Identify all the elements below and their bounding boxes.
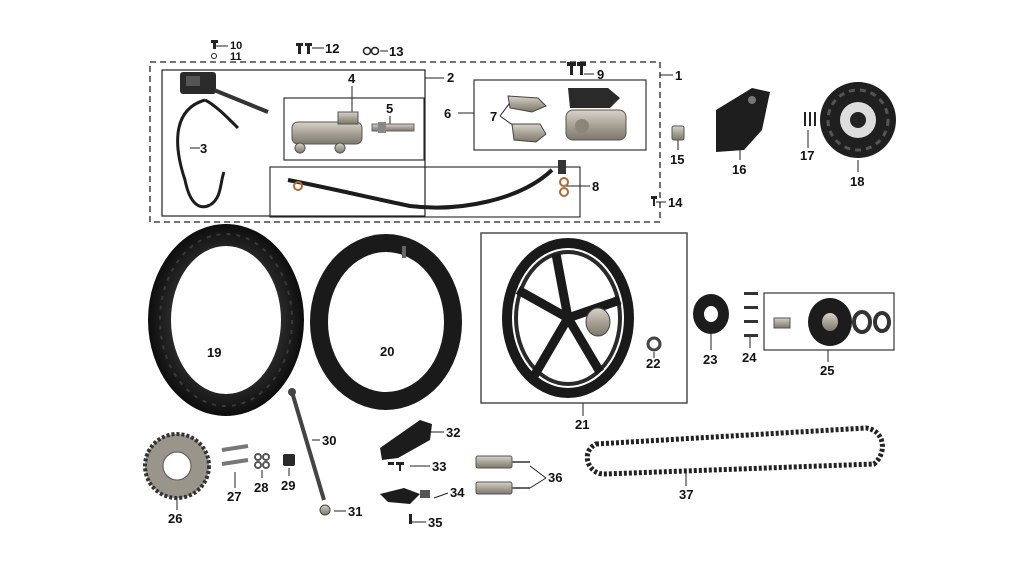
part-label-17: 17 xyxy=(800,148,815,163)
part-label-5: 5 xyxy=(386,101,394,116)
damper-rubber-icon xyxy=(693,294,729,334)
disc-bolts-icon xyxy=(804,112,816,126)
part-label-3: 3 xyxy=(200,141,208,156)
chain-guide-icon xyxy=(380,420,432,460)
top-hardware-icons xyxy=(211,40,657,206)
part-label-31: 31 xyxy=(348,504,363,519)
axle-nut-icon xyxy=(319,504,331,516)
part-label-26: 26 xyxy=(168,511,183,526)
part-label-34: 34 xyxy=(450,485,465,500)
master-cylinder-icon xyxy=(291,111,363,154)
group-6-box xyxy=(473,79,647,151)
tire-icon xyxy=(148,224,304,416)
part-label-23: 23 xyxy=(703,352,718,367)
rear-sprocket-icon xyxy=(143,432,211,500)
group-1-dashed-box xyxy=(149,61,661,223)
nuts-icon xyxy=(254,453,270,469)
part-label-25: 25 xyxy=(820,363,835,378)
part-label-30: 30 xyxy=(322,433,337,448)
group-8-box xyxy=(269,166,581,218)
drive-chain-icon xyxy=(584,425,885,477)
part-label-28: 28 xyxy=(254,480,269,495)
part-label-22: 22 xyxy=(646,356,661,371)
part-label-18: 18 xyxy=(850,174,865,189)
caliper-bracket-icon xyxy=(716,88,770,152)
group-21-box xyxy=(480,232,688,404)
wheel-spacer-icon xyxy=(646,336,662,352)
part-label-35: 35 xyxy=(428,515,443,530)
part-label-8: 8 xyxy=(592,179,600,194)
part-label-14: 14 xyxy=(668,195,683,210)
slider-screw-icon xyxy=(409,514,412,524)
brake-disc-icon xyxy=(820,82,896,158)
part-label-16: 16 xyxy=(732,162,747,177)
axle-icon xyxy=(288,388,326,501)
group-25-box xyxy=(763,292,895,351)
chain-adjuster-icon xyxy=(475,455,530,495)
part-label-36: 36 xyxy=(548,470,563,485)
part-label-37: 37 xyxy=(679,487,694,502)
part-label-27: 27 xyxy=(227,489,242,504)
axle-spacer-icon xyxy=(283,454,295,466)
sprocket-hub-icon xyxy=(773,298,891,346)
guide-bolts-icon xyxy=(388,462,404,471)
part-label-21: 21 xyxy=(575,417,590,432)
part-label-1: 1 xyxy=(675,68,683,83)
group-4-box xyxy=(283,97,425,161)
brake-hose-icon xyxy=(287,160,569,210)
rear-wheel-icon xyxy=(502,238,634,398)
part-label-9: 9 xyxy=(597,67,605,82)
brake-switch-icon xyxy=(371,122,415,133)
part-label-7: 7 xyxy=(490,109,498,124)
group-2-box xyxy=(161,69,426,217)
part-label-4: 4 xyxy=(348,71,356,86)
spacer-icon xyxy=(671,125,685,141)
caliper-icon xyxy=(565,88,627,141)
lock-plate-icon xyxy=(221,444,249,466)
part-label-33: 33 xyxy=(432,459,447,474)
part-label-15: 15 xyxy=(670,152,685,167)
part-label-10: 10 xyxy=(230,40,243,52)
part-label-11: 11 xyxy=(230,51,242,63)
inner-tube-icon xyxy=(310,234,462,410)
part-label-29: 29 xyxy=(281,478,296,493)
part-label-32: 32 xyxy=(446,425,461,440)
brake-cable-icon xyxy=(176,72,269,209)
part-label-12: 12 xyxy=(325,41,340,56)
part-label-20: 20 xyxy=(380,344,395,359)
part-label-2: 2 xyxy=(447,70,455,85)
hub-bolts-icon xyxy=(744,292,758,337)
part-label-24: 24 xyxy=(742,350,757,365)
part-label-19: 19 xyxy=(207,345,222,360)
part-label-13: 13 xyxy=(389,44,404,59)
chain-slider-icon xyxy=(380,488,430,504)
brake-pads-icon xyxy=(507,95,547,143)
part-label-6: 6 xyxy=(444,106,452,121)
